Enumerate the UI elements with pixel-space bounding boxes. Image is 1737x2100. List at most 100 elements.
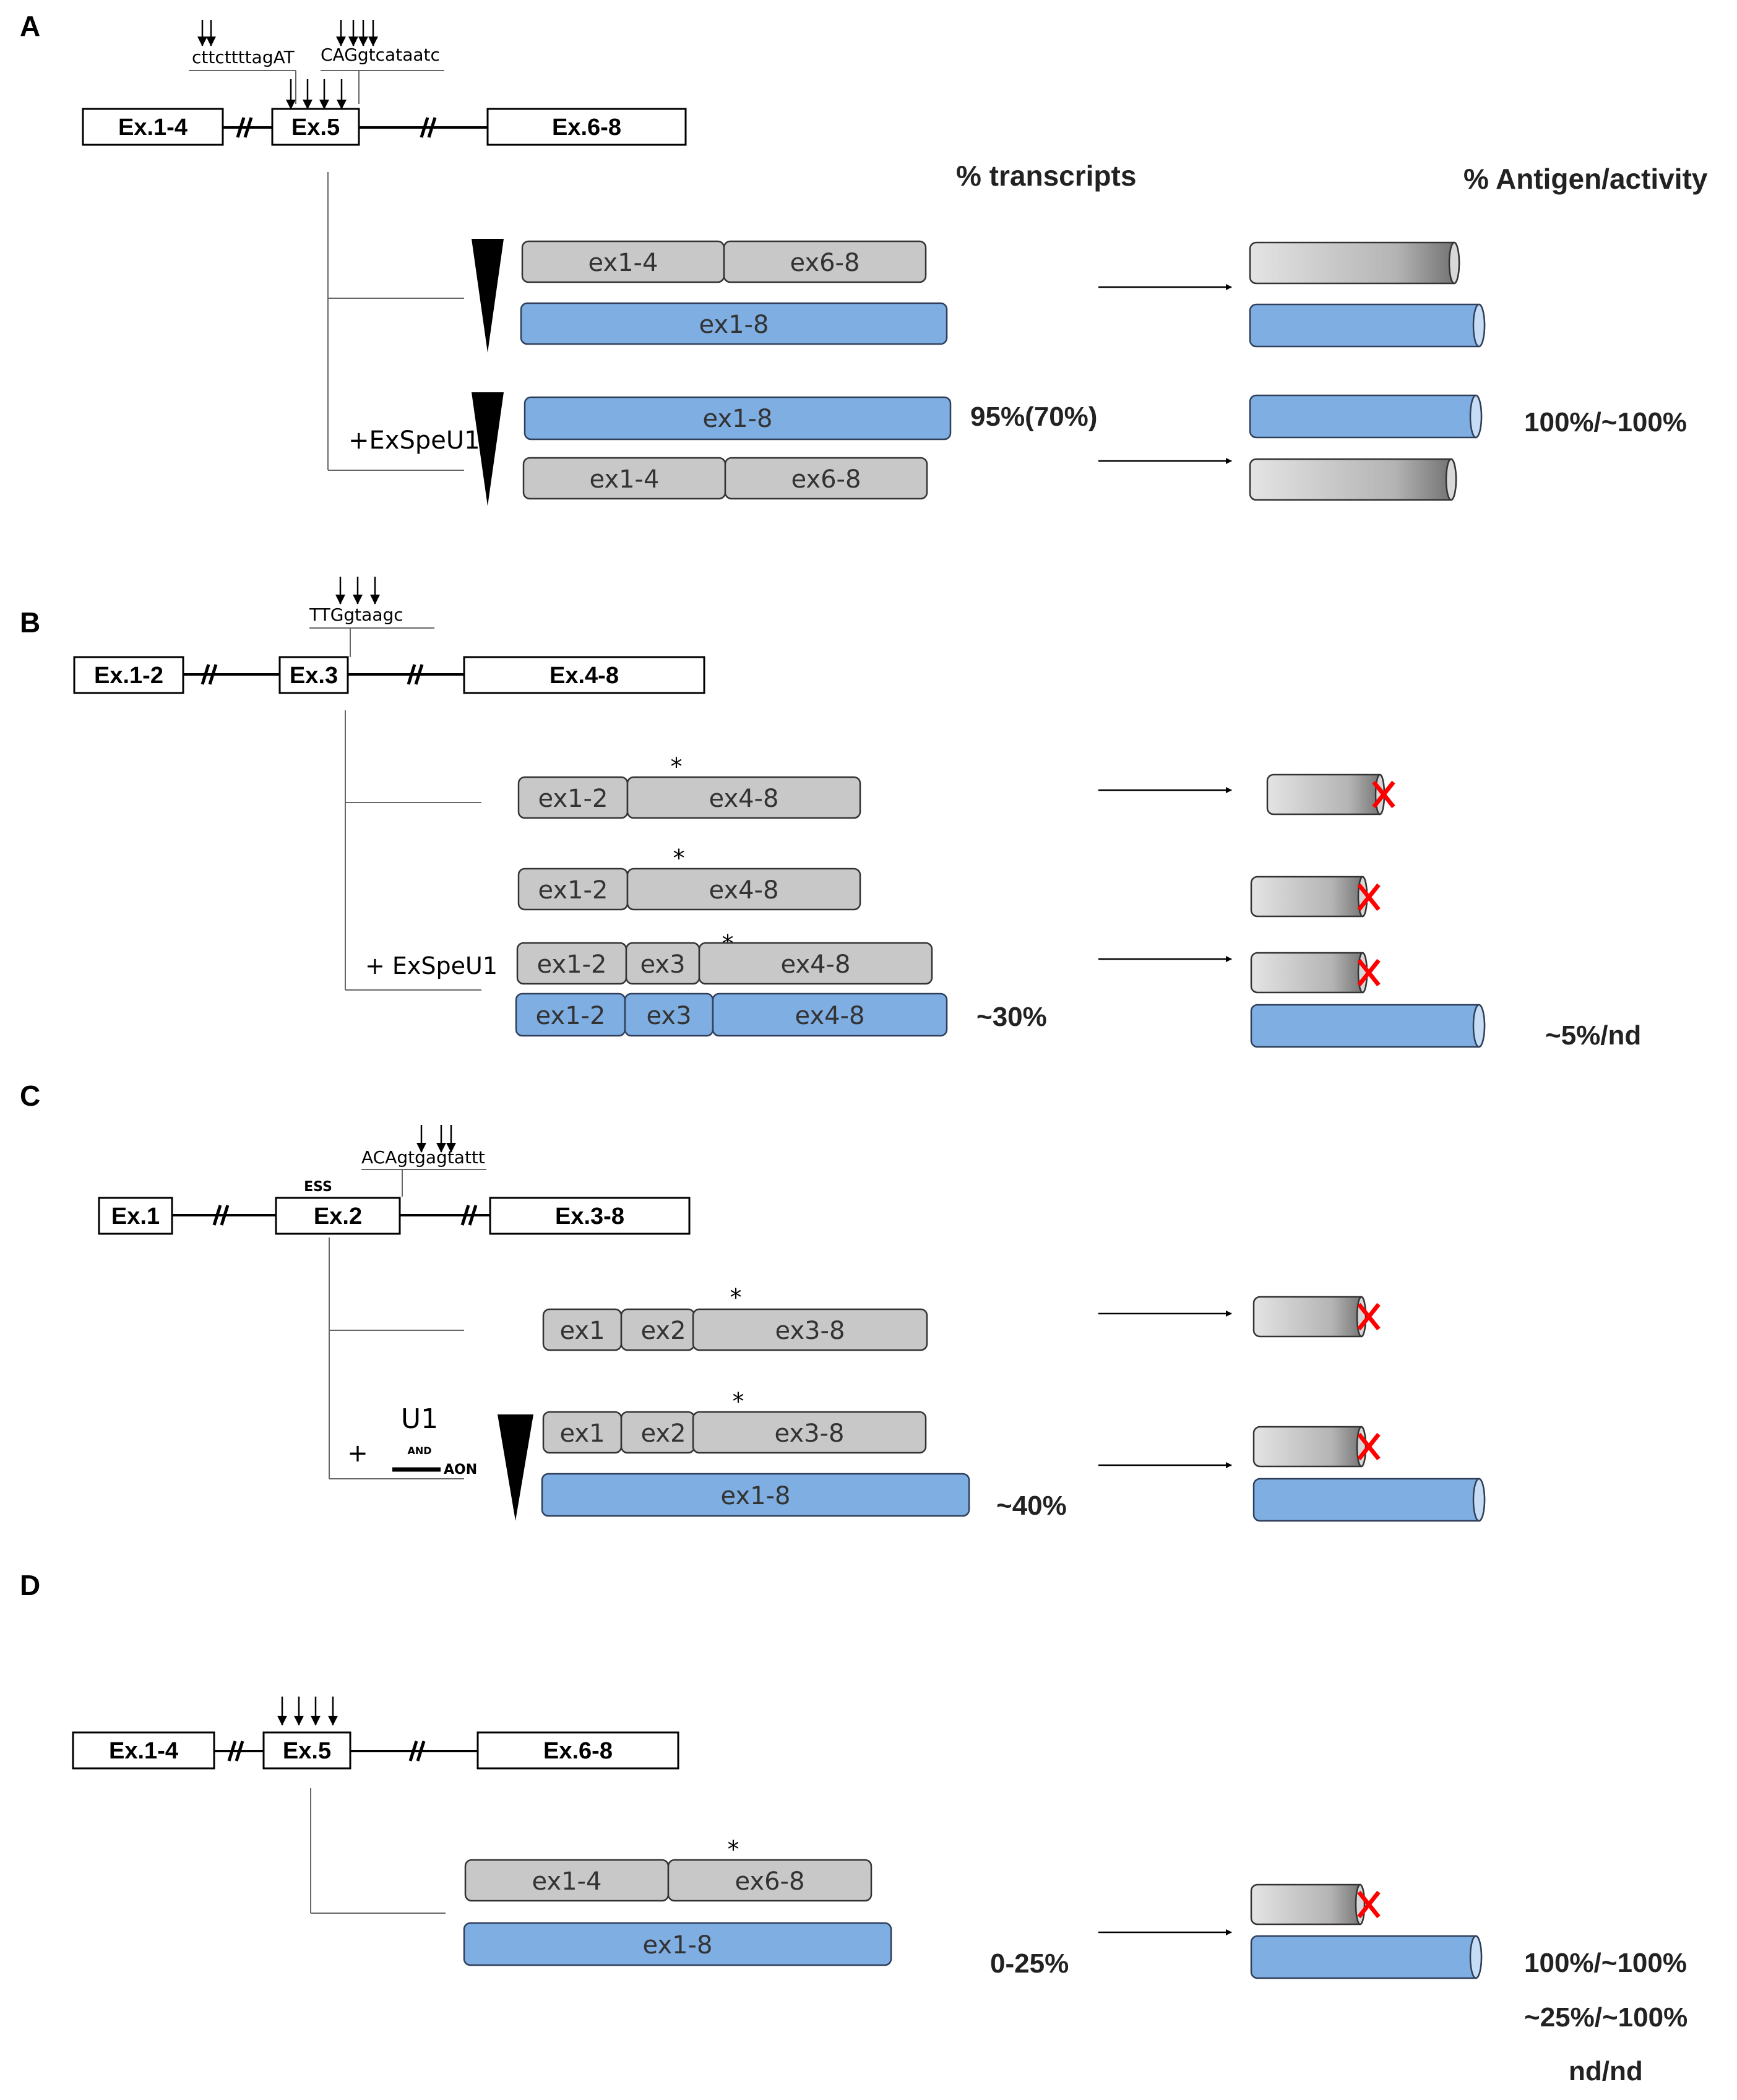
transcript-label: ex1-8 bbox=[703, 405, 773, 433]
stop-codon-star: * bbox=[673, 845, 685, 872]
transcript-label: ex3-8 bbox=[775, 1419, 845, 1448]
panel-c: C ACAgtgagtattt ESS Ex.1 Ex.2 Ex.3-8 + U… bbox=[20, 1080, 1486, 1522]
exon-label: Ex.6-8 bbox=[543, 1738, 613, 1764]
transcript-label: ex1 bbox=[559, 1317, 605, 1345]
plus-sign: + bbox=[347, 1439, 368, 1468]
percent-antigen: 100%/~100% bbox=[1524, 407, 1687, 437]
protein-cylinder-blue bbox=[1250, 1004, 1486, 1048]
panel-letter-b: B bbox=[20, 606, 40, 639]
protein-cylinder-blue bbox=[1252, 1478, 1486, 1522]
red-cross-icon bbox=[1372, 780, 1395, 809]
transcript-segment bbox=[712, 992, 948, 1037]
u1-label: U1 bbox=[401, 1403, 438, 1435]
transcript-segment bbox=[723, 240, 927, 283]
intron-break bbox=[236, 117, 253, 138]
intron-break bbox=[420, 117, 437, 138]
exon-label: Ex.6-8 bbox=[552, 114, 621, 140]
header-antigen-activity: % Antigen/activity bbox=[1463, 163, 1708, 195]
transcript-label: ex1-2 bbox=[538, 785, 608, 813]
exon-label: Ex.3 bbox=[290, 663, 338, 689]
transcript-label: ex4-8 bbox=[709, 785, 779, 813]
intron-break bbox=[212, 1205, 230, 1226]
red-cross-icon bbox=[1357, 1890, 1381, 1919]
transcript-segment bbox=[692, 1308, 928, 1351]
protein-cylinder-truncated bbox=[1250, 952, 1368, 994]
protein-cylinder-truncated bbox=[1252, 1426, 1367, 1468]
transcript-label: ex2 bbox=[640, 1317, 686, 1345]
red-cross-icon bbox=[1357, 1302, 1381, 1331]
transcript-label: ex1-8 bbox=[699, 311, 769, 339]
transcript-full-length bbox=[524, 396, 952, 441]
treatment-label: + ExSpeU1 bbox=[365, 952, 498, 979]
transcript-full-length bbox=[541, 1473, 970, 1517]
exon-label: Ex.2 bbox=[314, 1203, 362, 1229]
transcript-full-length bbox=[520, 302, 948, 345]
exon-box-ex1-4 bbox=[72, 1731, 215, 1770]
treatment-label: +ExSpeU1 bbox=[348, 426, 480, 455]
panel-b: B TTGgtaagc Ex.1-2 Ex.3 Ex.4-8 + ExSpeU1… bbox=[20, 577, 1641, 1051]
exon-box-ex3-8 bbox=[489, 1197, 691, 1235]
expression-wedge bbox=[472, 392, 504, 506]
percent-transcripts: ~40% bbox=[996, 1491, 1067, 1521]
sequence-acceptor: cttcttttagAT bbox=[192, 47, 295, 67]
transcript-label: ex1-4 bbox=[588, 249, 658, 277]
intron-break bbox=[408, 1741, 426, 1762]
transcript-segment bbox=[692, 1411, 927, 1454]
red-cross-icon bbox=[1357, 1432, 1381, 1461]
intron-break bbox=[227, 1741, 244, 1762]
red-cross-icon bbox=[1357, 883, 1381, 911]
panel-letter-d: D bbox=[20, 1569, 40, 1601]
exon-box-ex2 bbox=[275, 1197, 401, 1235]
expression-wedge bbox=[498, 1414, 533, 1521]
percent-transcripts: ~30% bbox=[976, 1002, 1047, 1032]
exon-label: Ex.4-8 bbox=[550, 663, 619, 689]
percent-antigen: nd/nd bbox=[1569, 2056, 1643, 2086]
stop-codon-star: * bbox=[728, 1836, 739, 1863]
exon-box-ex1 bbox=[98, 1197, 173, 1235]
and-label: AND bbox=[407, 1445, 431, 1457]
protein-cylinder-blue bbox=[1249, 394, 1483, 439]
protein-cylinder-gray bbox=[1249, 241, 1460, 285]
percent-antigen: ~5%/nd bbox=[1545, 1020, 1641, 1051]
transcript-label: ex4-8 bbox=[781, 950, 851, 979]
stop-codon-star: * bbox=[733, 1388, 744, 1415]
protein-cylinder-blue bbox=[1249, 303, 1486, 348]
exon-label: Ex.1 bbox=[111, 1203, 160, 1229]
exon-label: Ex.1-4 bbox=[109, 1738, 178, 1764]
protein-cylinder-truncated bbox=[1250, 1883, 1366, 1926]
transcript-label: ex1-8 bbox=[721, 1482, 791, 1510]
protein-cylinder-truncated bbox=[1252, 1296, 1367, 1338]
exon-label: Ex.1-2 bbox=[94, 663, 163, 689]
transcript-label: ex4-8 bbox=[795, 1002, 865, 1030]
panel-letter-c: C bbox=[20, 1080, 40, 1112]
exon-label: Ex.5 bbox=[283, 1738, 331, 1764]
protein-cylinder-blue bbox=[1250, 1935, 1483, 1979]
transcript-full-length bbox=[463, 1922, 892, 1966]
sequence-donor: TTGgtaagc bbox=[309, 605, 403, 625]
exon-box-ex5 bbox=[262, 1731, 351, 1770]
percent-antigen: 100%/~100% bbox=[1524, 1948, 1687, 1978]
red-cross-icon bbox=[1357, 958, 1381, 987]
transcript-label: ex3 bbox=[646, 1002, 691, 1030]
panel-a: A cttcttttagAT CAGgtcataatc Ex.1-4 bbox=[20, 10, 1687, 506]
exon-box-ex6-8 bbox=[486, 108, 687, 146]
percent-transcripts: 95%(70%) bbox=[970, 402, 1097, 432]
splice-site-arrows bbox=[335, 577, 380, 605]
transcript-label: ex2 bbox=[640, 1419, 686, 1448]
transcript-label: ex1-8 bbox=[643, 1931, 713, 1960]
exon-label: Ex.1-4 bbox=[118, 114, 187, 140]
transcript-label: ex3 bbox=[640, 950, 685, 979]
exon-arrows bbox=[286, 79, 347, 110]
protein-cylinder-gray bbox=[1249, 458, 1457, 501]
ess-label: ESS bbox=[304, 1179, 332, 1195]
transcript-label: ex1-4 bbox=[590, 465, 660, 494]
transcript-segment bbox=[698, 942, 933, 985]
splice-site-arrows bbox=[197, 20, 378, 46]
intron-break bbox=[460, 1205, 478, 1226]
transcript-label: ex6-8 bbox=[735, 1867, 805, 1896]
transcript-segment bbox=[724, 457, 928, 500]
transcript-label: ex6-8 bbox=[790, 249, 860, 277]
transcript-label: ex4-8 bbox=[709, 876, 779, 905]
exon-label: Ex.3-8 bbox=[555, 1203, 624, 1229]
header-transcripts: % transcripts bbox=[956, 160, 1136, 192]
